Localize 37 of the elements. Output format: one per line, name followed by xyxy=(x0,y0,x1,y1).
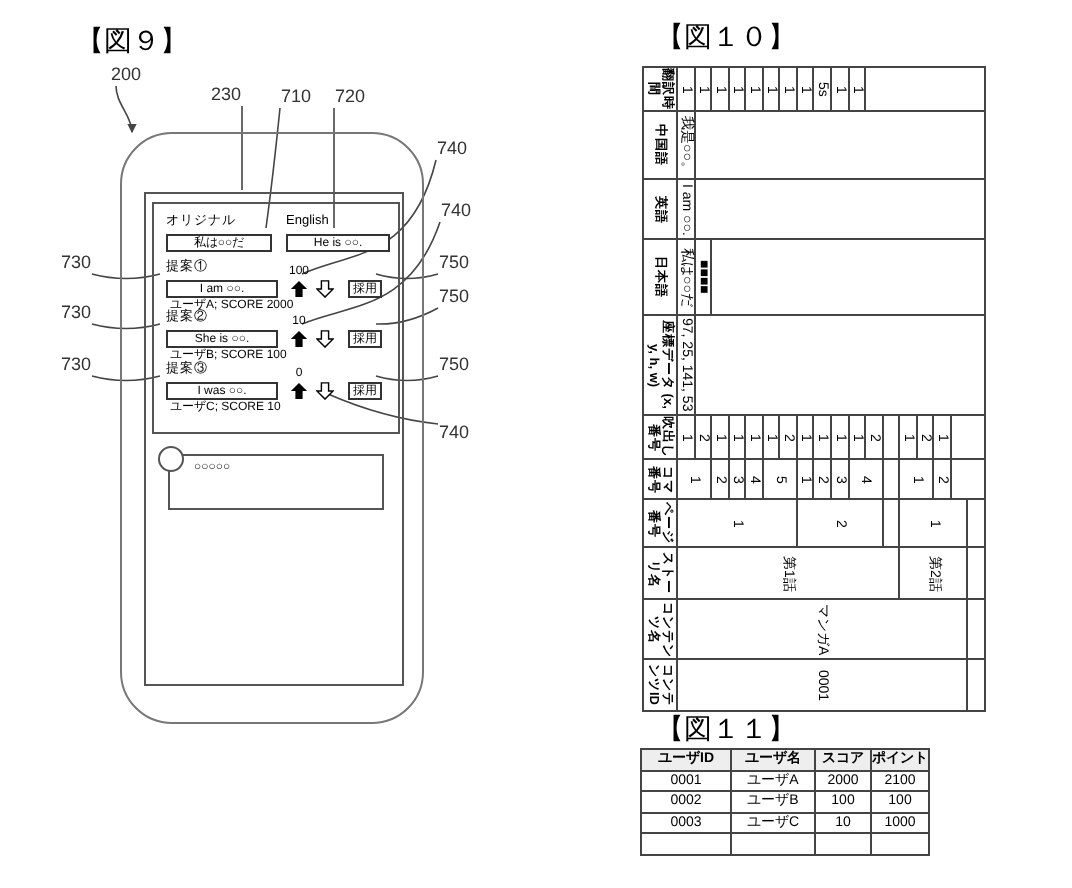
reference-numeral: 750 xyxy=(438,356,470,376)
leader-line xyxy=(265,107,281,229)
phone-screen xyxy=(144,192,404,686)
leader-line xyxy=(327,393,439,425)
reference-numeral: 710 xyxy=(280,88,312,108)
upvote-arrow-icon xyxy=(290,330,308,348)
upvote-arrow-icon xyxy=(290,280,308,298)
reference-numeral: 750 xyxy=(438,288,470,308)
leader-line xyxy=(333,107,335,229)
leader-line xyxy=(241,105,243,191)
leader-line xyxy=(301,221,441,325)
leader-line xyxy=(375,375,439,382)
downvote-arrow-icon xyxy=(316,330,334,348)
leader-line xyxy=(375,307,439,325)
leader-line xyxy=(375,273,439,280)
downvote-arrow-icon xyxy=(316,382,334,400)
leader-line xyxy=(91,273,161,280)
figure-title: 【図９】 xyxy=(76,28,188,56)
figure-title: 【図１１】 xyxy=(656,716,796,744)
reference-numeral: 740 xyxy=(436,140,468,160)
figure-title: 【図１０】 xyxy=(656,24,796,52)
phone-body xyxy=(120,132,424,724)
arrow xyxy=(115,85,137,134)
upvote-arrow-icon xyxy=(290,382,308,400)
reference-numeral: 230 xyxy=(210,86,242,106)
reference-numeral: 720 xyxy=(334,88,366,108)
reference-numeral: 750 xyxy=(438,254,470,274)
reference-numeral: 200 xyxy=(110,66,142,86)
downvote-arrow-icon xyxy=(316,280,334,298)
leader-line xyxy=(91,375,161,382)
reference-numeral: 730 xyxy=(60,356,92,376)
reference-numeral: 730 xyxy=(60,254,92,274)
leader-line xyxy=(91,323,161,330)
translation-panel xyxy=(152,202,400,434)
reference-numeral: 740 xyxy=(438,424,470,444)
reference-numeral: 730 xyxy=(60,304,92,324)
reference-numeral: 740 xyxy=(440,202,472,222)
